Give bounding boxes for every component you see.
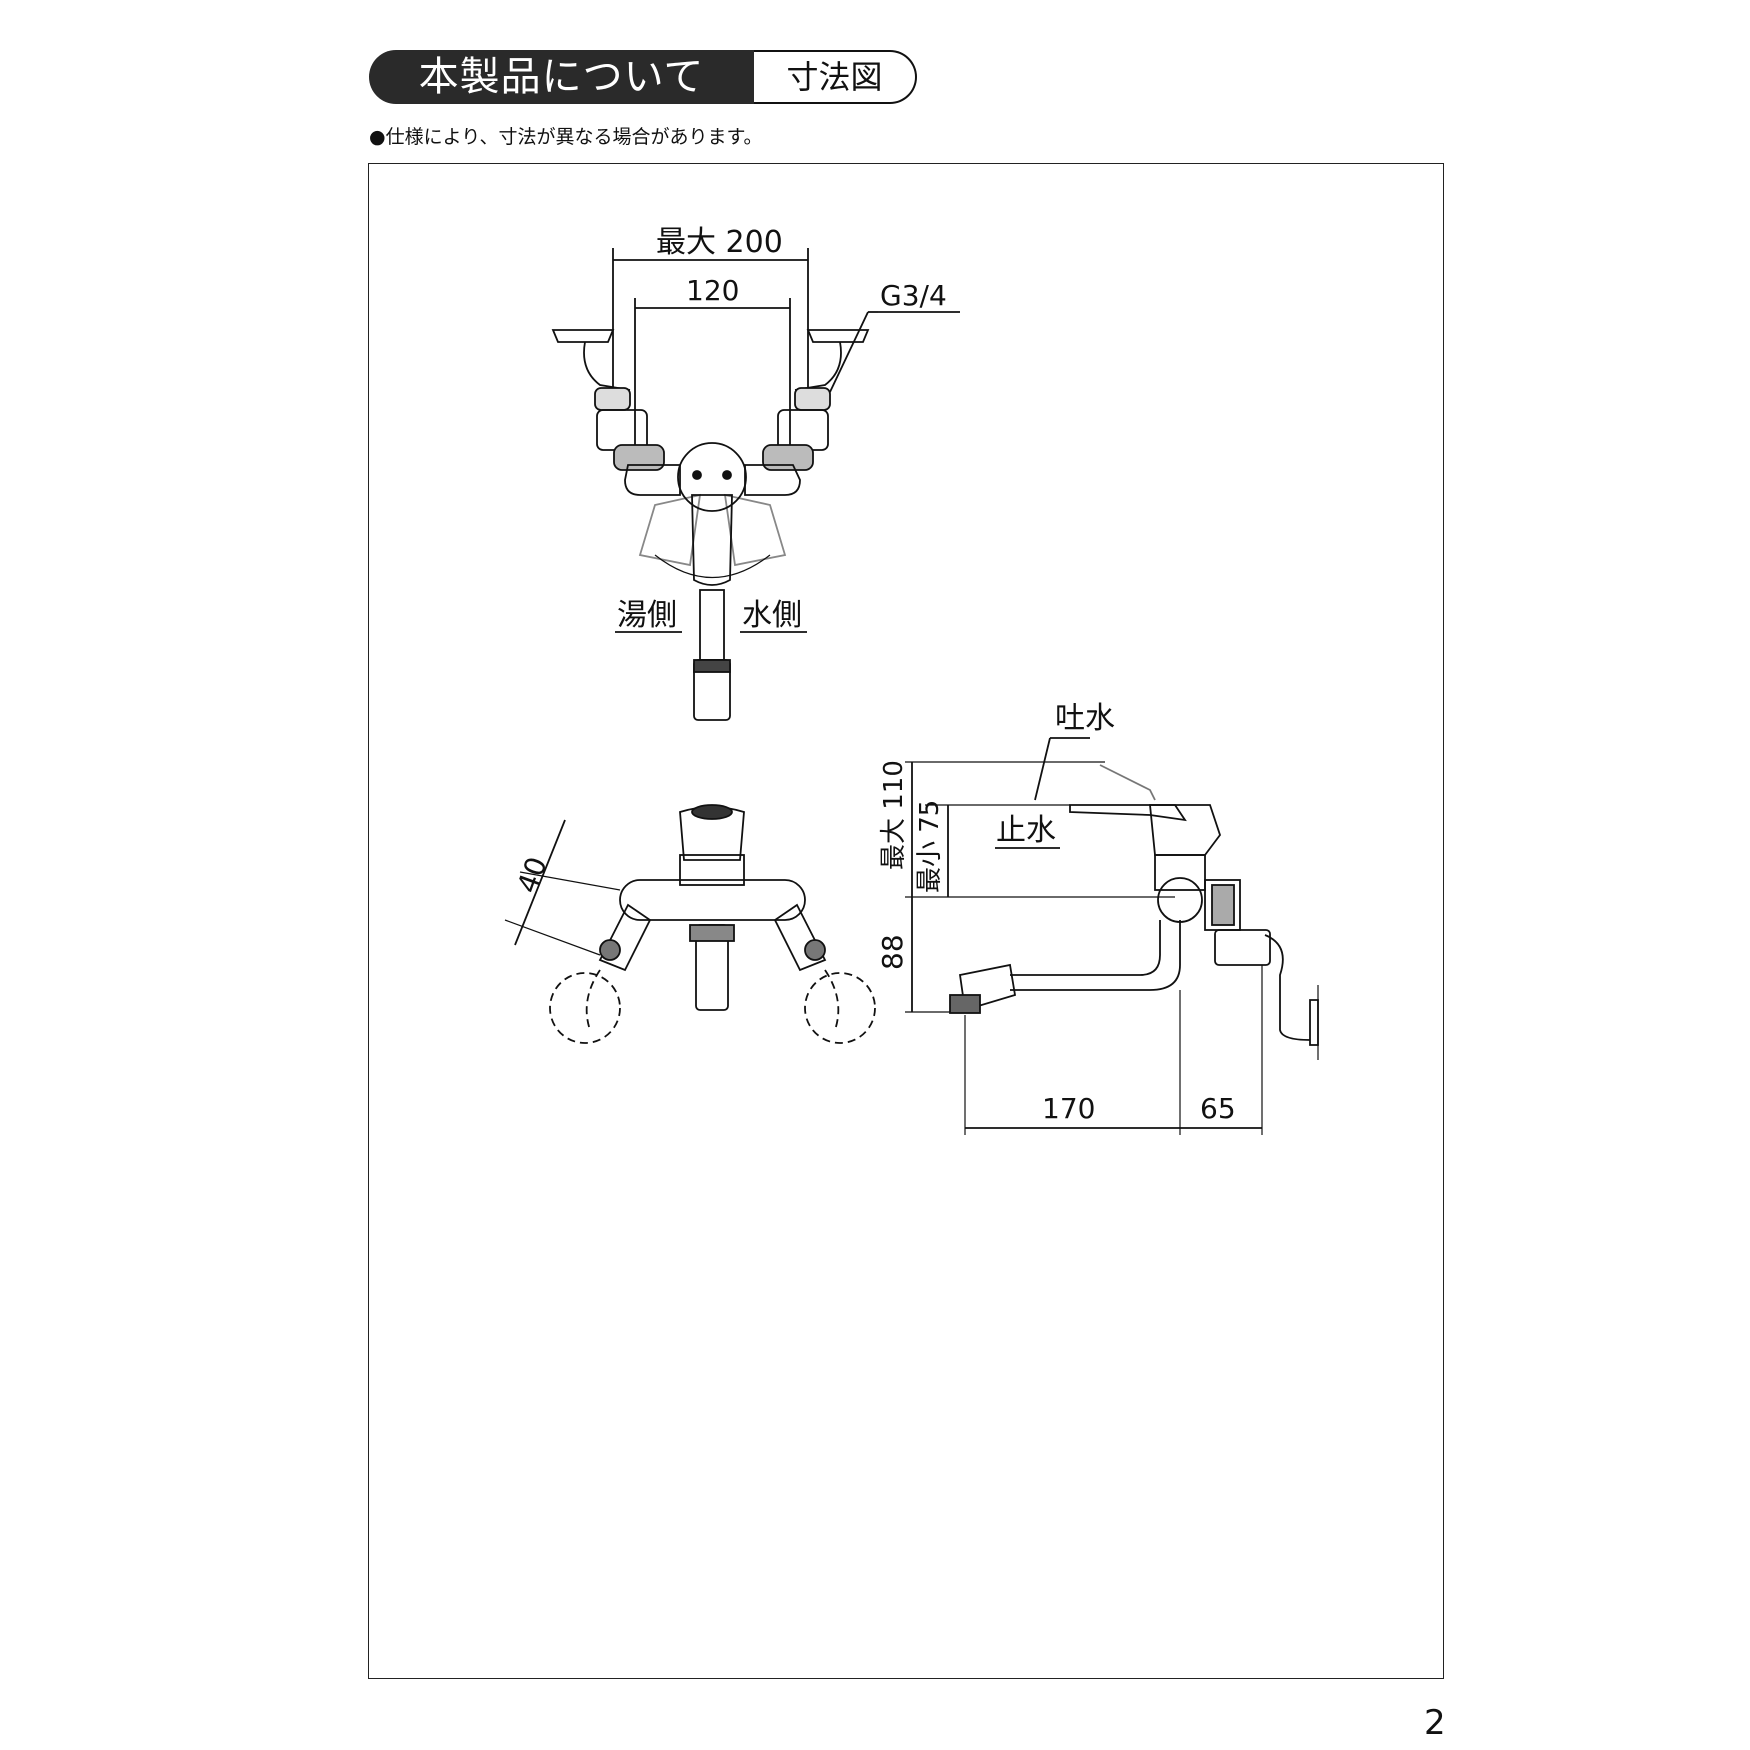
spout-band [693, 659, 731, 673]
dim-label-max-200: 最大 200 [656, 225, 783, 260]
left-nut [594, 387, 631, 411]
right-union [777, 409, 829, 451]
section-title-sub: 寸法図 [754, 50, 917, 104]
left-leg-nut [599, 939, 621, 961]
section-title-main: 本製品について [369, 50, 754, 104]
lever-up [1099, 764, 1156, 801]
dim-label-120: 120 [686, 274, 739, 307]
left-pipe-hidden [585, 969, 601, 1031]
dim-line-40 [514, 819, 566, 946]
elbow-pipe [1264, 934, 1311, 1041]
spout-pipe [699, 589, 725, 661]
valve-body [1154, 854, 1206, 891]
outlet-on-label: 吐水 [1055, 701, 1115, 736]
spec-note: ●仕様により、寸法が異なる場合があります。 [369, 126, 763, 148]
spout-aerator [949, 994, 981, 1014]
valve-union [1157, 877, 1203, 923]
page-number: 2 [1424, 1703, 1446, 1743]
left-union [596, 409, 648, 451]
right-wall-plate [806, 329, 870, 343]
right-union-nut [762, 444, 814, 471]
section-title: 本製品について 寸法図 [369, 50, 919, 104]
swing-arc [654, 554, 771, 579]
screw [722, 470, 732, 480]
lever-top-cap [691, 804, 733, 820]
ext-line [519, 871, 621, 891]
right-leg-nut [804, 939, 826, 961]
left-union-nut [613, 444, 665, 471]
leader-line [829, 311, 869, 393]
thread-label: G3/4 [880, 279, 947, 312]
left-flange-hidden [549, 972, 621, 1044]
left-elbow-pipe [583, 341, 631, 391]
screw [692, 470, 702, 480]
spout-arm-inner [1010, 920, 1161, 976]
drawing-frame [368, 163, 1444, 1679]
elbow-union [1214, 929, 1271, 966]
ext-line [504, 919, 601, 956]
right-body-arm [744, 464, 801, 496]
leader-line [1034, 737, 1051, 801]
right-nut [794, 387, 831, 411]
outlet-off-label: 止水 [996, 813, 1056, 848]
dim-label-170: 170 [1042, 1092, 1095, 1125]
valve-nut-inner [1211, 884, 1235, 926]
spout-arm [1010, 920, 1181, 991]
lever-ghost-left [638, 493, 702, 567]
dim-label-max-110: 最大 110 [879, 760, 909, 870]
right-flange-hidden [804, 972, 876, 1044]
hot-side-label: 湯側 [617, 598, 677, 633]
side-view [905, 737, 1319, 1135]
lever-handle [691, 494, 733, 586]
dim-label-min-75: 最小 75 [915, 800, 945, 893]
right-pipe-hidden [824, 969, 840, 1031]
body-neck [679, 854, 745, 886]
right-elbow-pipe [794, 341, 842, 391]
bottom-view [504, 804, 876, 1044]
left-body-arm [624, 464, 681, 496]
body-bar [619, 879, 806, 921]
lever-ghost-right [723, 493, 787, 567]
cold-side-label: 水側 [742, 598, 802, 633]
front-view [551, 248, 960, 721]
valve-head [1149, 804, 1222, 856]
body-cap [677, 442, 747, 512]
lever-side [1069, 804, 1187, 822]
left-wall-plate [551, 329, 615, 343]
spout-collar [689, 924, 735, 942]
dim-label-88: 88 [876, 934, 909, 970]
dim-label-40: 40 [511, 853, 554, 898]
wall-plate [1309, 999, 1319, 1046]
dim-label-65: 65 [1200, 1092, 1236, 1125]
